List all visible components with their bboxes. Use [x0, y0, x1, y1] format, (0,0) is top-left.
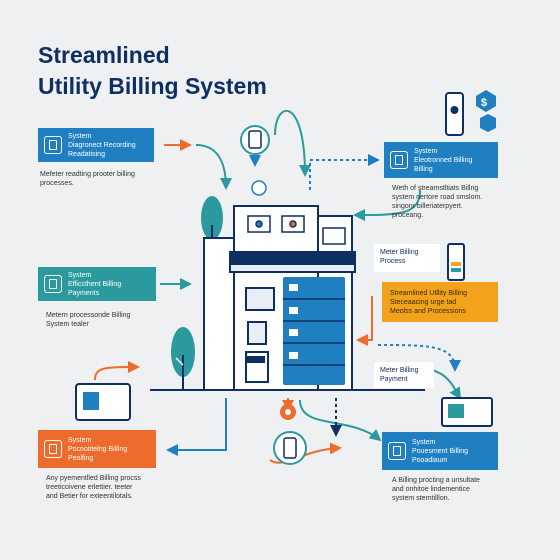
title-line-1: Streamlined	[38, 42, 170, 68]
page-title: Streamlined Utility Billing System	[38, 40, 267, 102]
desc-line: system nertore road smslom.	[392, 194, 483, 201]
device-icon	[390, 151, 408, 169]
tag-line: Meter Billing	[380, 367, 419, 374]
card-line: Peolfing	[68, 454, 94, 462]
desc-line: singonr billeriaterpyert.	[392, 203, 463, 210]
card-line: Streamlined Utllity Billing	[390, 289, 468, 297]
card-line: Pouesment Billing	[412, 447, 469, 455]
desc-line: and onhitoe lindementice	[392, 486, 470, 493]
card-top-right: System Eleotronned Billing Billing	[384, 142, 498, 178]
payment-icon	[44, 275, 62, 293]
card-mid-left: System Efficcthent Billing Payments	[38, 267, 156, 301]
title-line-2: Utility Billing System	[38, 73, 267, 99]
battery-meter-icon	[447, 243, 465, 281]
card-line: Eleotronned Billing	[414, 156, 473, 164]
desc-line: Any pyementlled Billing procss	[46, 475, 141, 482]
desc-line: processes.	[40, 180, 74, 187]
tag-meter-billing-process: Meter Billing Process	[374, 244, 440, 272]
card-bottom-right: System Pouesment Billing Pooadiaum	[382, 432, 498, 470]
card-line: System	[412, 438, 436, 446]
tag-line: Process	[380, 258, 406, 265]
desc-line: system sterntilllon.	[392, 495, 450, 502]
desc-line: System tealer	[46, 321, 89, 328]
card-line: Diagronect Recording	[68, 141, 136, 149]
billing-marker-icon	[251, 180, 267, 196]
desc-line: Mefeter readting prooter billing	[40, 171, 135, 178]
card-line: Efficcthent Billing	[68, 280, 122, 288]
card-line: Meolss and Processions	[390, 307, 466, 315]
card-line: Payments	[68, 289, 100, 297]
smartphone-icon	[273, 431, 307, 465]
card-line: Billing	[414, 165, 433, 173]
billing-icon	[44, 440, 62, 458]
tag-meter-billing-payment: Meter Billing Payment	[374, 362, 434, 388]
desc-line: treeticoivene erlettier. teeter	[46, 484, 133, 491]
server-rack	[283, 277, 345, 385]
meter-device-icon	[445, 92, 464, 136]
desc-line: and Betier for exteentilotals.	[46, 493, 133, 500]
card-line: System	[68, 132, 92, 140]
tag-line: Meter Billing	[380, 249, 419, 256]
card-line: Readatising	[68, 150, 105, 158]
meter-icon	[44, 136, 62, 154]
dollar-icon	[480, 114, 496, 132]
desc-bottom-left: Any pyementlled Billing procss treeticoi…	[46, 474, 176, 501]
desc-line: Metern processonde Billing	[46, 312, 131, 319]
desc-line: A Billing procting a unsultate	[392, 477, 480, 484]
tree-icon	[171, 327, 195, 390]
dollar-icon: $	[476, 90, 496, 112]
svg-text:$: $	[481, 97, 487, 109]
card-line: System	[68, 271, 92, 279]
desc-line: Weth of streamstltiats Billng	[392, 185, 479, 192]
building-window-icons	[247, 215, 346, 245]
desc-bottom-right: A Billing procting a unsultate and onhit…	[392, 476, 512, 503]
desc-top-right: Weth of streamstltiats Billng system ner…	[392, 184, 512, 220]
desc-line: proceang.	[392, 212, 424, 219]
card-line: System	[68, 436, 92, 444]
tag-line: Payment	[380, 376, 408, 383]
card-bottom-left: System Pocnotitelng Billing Peolfing	[38, 430, 156, 468]
card-mid-right: Streamlined Utllity Billing Steceaacing …	[382, 282, 498, 322]
phone-icon	[240, 125, 270, 155]
card-line: System	[414, 147, 438, 155]
card-line: Pooadiaum	[412, 456, 448, 464]
card-top-left: System Diagronect Recording Readatising	[38, 128, 154, 162]
billing-screen-icon	[75, 383, 131, 421]
desc-mid-left: Metern processonde Billing System tealer	[46, 311, 166, 329]
billing-icon	[388, 442, 406, 460]
card-line: Pocnotitelng Billing	[68, 445, 128, 453]
laptop-icon	[441, 397, 493, 427]
location-pin-icon	[280, 404, 296, 420]
desc-top-left: Mefeter readting prooter billing process…	[40, 170, 160, 188]
card-line: Steceaacing urge tad	[390, 298, 457, 306]
